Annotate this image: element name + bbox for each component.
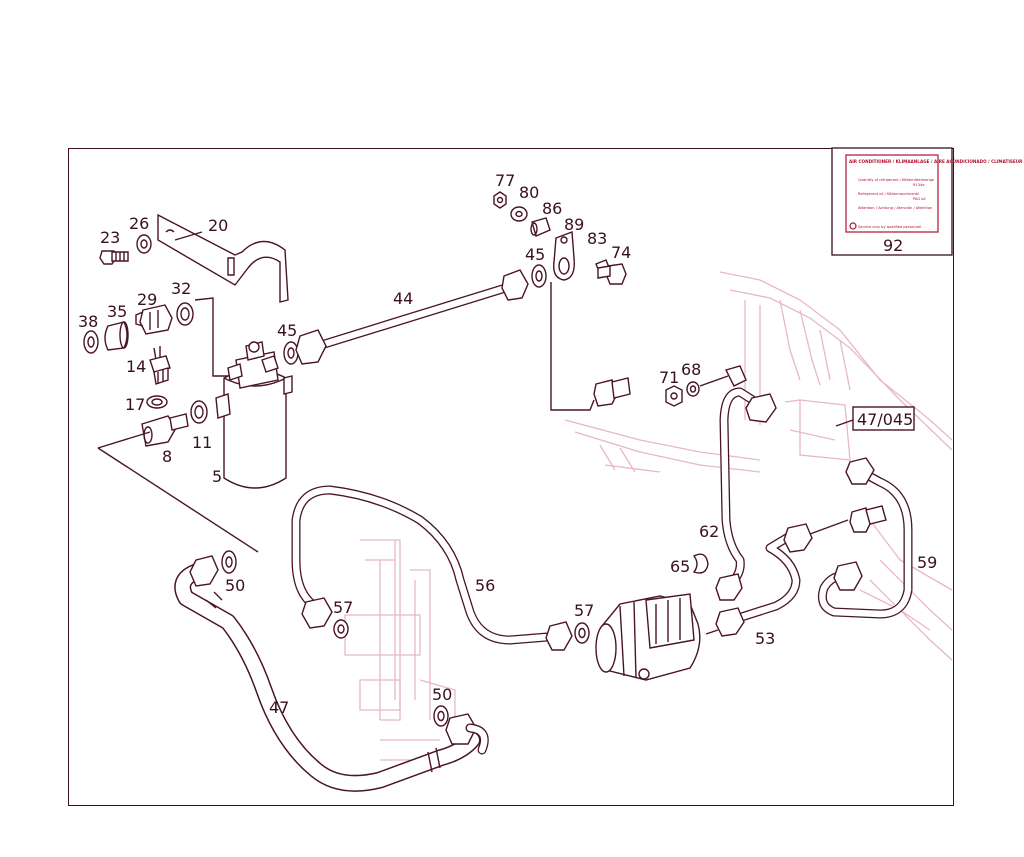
seal-45-left: [283, 341, 299, 365]
temperature-switch-14: [149, 346, 171, 385]
svg-text:Service only by qualified pers: Service only by qualified personnel: [858, 225, 921, 229]
fitting-near-59: [849, 505, 887, 533]
seal-17: [146, 395, 168, 409]
ref-box-47-045: 47/045: [835, 406, 915, 431]
label-20: 20: [208, 216, 228, 235]
pipe-62: [715, 365, 777, 601]
pipe-59: [817, 457, 913, 619]
label-23: 23: [100, 228, 120, 247]
label-47-045: 47/045: [857, 410, 913, 429]
decal-box-92: AIR CONDITIONER / KLIMAANLAGE / AIRE ACO…: [831, 147, 1023, 256]
label-44: 44: [393, 289, 413, 308]
label-71: 71: [659, 368, 679, 387]
seal-11: [190, 400, 208, 424]
label-45-left: 45: [277, 321, 297, 340]
label-45-right: 45: [525, 245, 545, 264]
pipe-44: [295, 269, 529, 365]
label-59: 59: [917, 553, 937, 572]
svg-text:Quantity of refrigerant / Kält: Quantity of refrigerant / Kältemittelmen…: [858, 178, 935, 182]
label-29: 29: [137, 290, 157, 309]
cap-35: [104, 321, 129, 351]
hose-47: [174, 555, 489, 792]
label-32: 32: [171, 279, 191, 298]
pipe-56: [291, 485, 573, 651]
adapter-8: [141, 413, 189, 447]
seal-32: [176, 302, 194, 326]
receiver-drier-5: [215, 341, 293, 489]
label-47: 47: [269, 698, 289, 717]
label-35: 35: [107, 302, 127, 321]
label-38: 38: [78, 312, 98, 331]
label-53: 53: [755, 629, 775, 648]
compressor: [595, 593, 701, 681]
bolt-23: [99, 250, 129, 265]
bolt-74: [597, 263, 627, 285]
label-89: 89: [564, 215, 584, 234]
label-77: 77: [495, 171, 515, 190]
washer-68: [686, 381, 700, 397]
label-80: 80: [519, 183, 539, 202]
label-65: 65: [670, 557, 690, 576]
label-92: 92: [883, 236, 903, 255]
label-68: 68: [681, 360, 701, 379]
label-8: 8: [162, 447, 172, 466]
label-83: 83: [587, 229, 607, 248]
clip-65: [692, 553, 709, 574]
nut-77: [493, 191, 507, 209]
label-50-bottom: 50: [432, 685, 452, 704]
nut-71: [665, 385, 683, 407]
label-56: 56: [475, 576, 495, 595]
label-50-top: 50: [225, 576, 245, 595]
label-57-right: 57: [574, 601, 594, 620]
svg-text:R134a: R134a: [913, 183, 925, 187]
label-57-left: 57: [333, 598, 353, 617]
washer-26: [136, 234, 152, 254]
decal-lines: Quantity of refrigerant / Kältemittelmen…: [858, 178, 935, 229]
clamp-89: [553, 231, 575, 281]
svg-text:Refrigerant oil / Kältemaschin: Refrigerant oil / Kältemaschinenöl: [858, 192, 919, 196]
seal-38: [83, 330, 99, 354]
pressure-switch-29: [135, 304, 173, 335]
label-74: 74: [611, 243, 631, 262]
label-11: 11: [192, 433, 212, 452]
label-26: 26: [129, 214, 149, 233]
seal-50-bottom: [433, 705, 449, 727]
seal-45-right: [531, 264, 547, 288]
washer-80: [510, 206, 528, 222]
svg-text:Attention / Achtung / Atención: Attention / Achtung / Atención / Attenti…: [858, 206, 932, 210]
connector-fitting: [593, 377, 631, 407]
label-5: 5: [212, 467, 222, 486]
label-17: 17: [125, 395, 145, 414]
seal-57-left: [333, 619, 349, 639]
spacer-86: [530, 217, 551, 237]
diagram-frame: [68, 148, 954, 806]
label-14: 14: [126, 357, 146, 376]
svg-text:PAG oil: PAG oil: [913, 197, 925, 201]
seal-57-right: [574, 622, 590, 644]
seal-50-top: [221, 550, 237, 574]
label-62: 62: [699, 522, 719, 541]
pipe-53: [715, 523, 813, 637]
label-86: 86: [542, 199, 562, 218]
bracket-20: [157, 213, 289, 303]
decal-title: AIR CONDITIONER / KLIMAANLAGE / AIRE ACO…: [849, 159, 1023, 164]
